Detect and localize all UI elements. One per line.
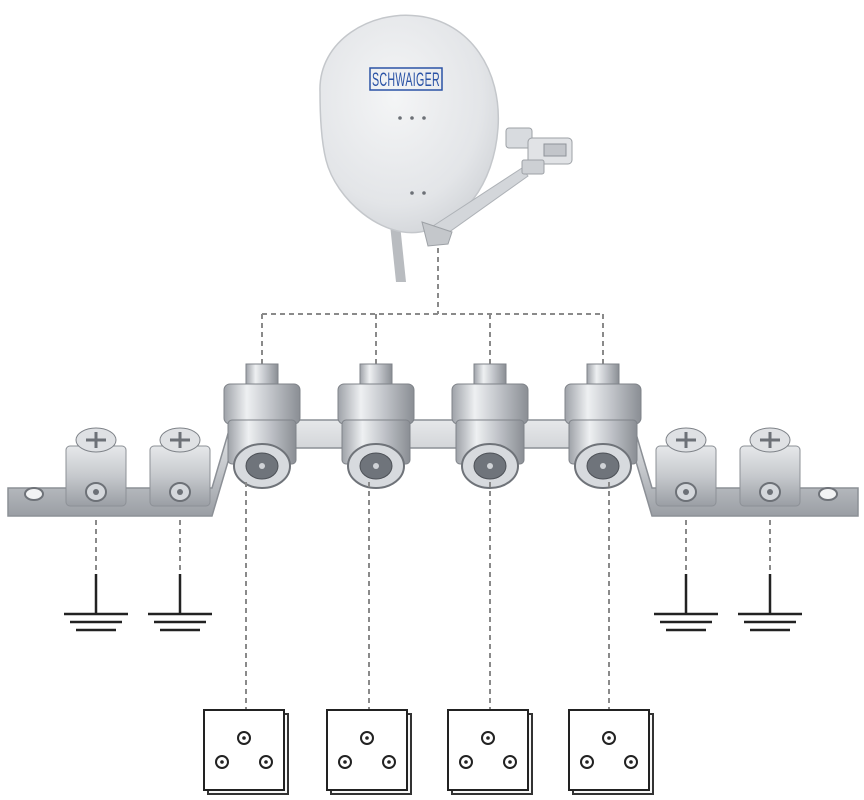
dish-hole bbox=[422, 116, 426, 120]
dish-reflector bbox=[319, 14, 500, 234]
antenna-outlet bbox=[326, 709, 412, 795]
dish-to-rail-wiring bbox=[261, 248, 604, 366]
earth-ground-symbol bbox=[148, 574, 212, 632]
dish-hole bbox=[410, 191, 414, 195]
ground-terminal bbox=[655, 427, 717, 507]
ground-terminal bbox=[149, 427, 211, 507]
rail-mount-hole-right bbox=[818, 487, 838, 501]
f-connector bbox=[564, 363, 642, 489]
dish-hole bbox=[410, 116, 414, 120]
brand-label-frame bbox=[369, 67, 443, 91]
ground-terminal bbox=[739, 427, 801, 507]
antenna-outlet bbox=[203, 709, 289, 795]
f-connector bbox=[337, 363, 415, 489]
f-connector bbox=[223, 363, 301, 489]
rail-to-outlet-wiring bbox=[245, 482, 610, 710]
f-connector bbox=[451, 363, 529, 489]
dish-bracket bbox=[421, 221, 453, 247]
ground-terminal bbox=[65, 427, 127, 507]
antenna-outlet bbox=[447, 709, 533, 795]
earth-ground-symbol bbox=[64, 574, 128, 632]
ground-wiring bbox=[95, 520, 771, 574]
rail-mount-hole-left bbox=[24, 487, 44, 501]
lnb bbox=[505, 127, 573, 175]
brand-label: SCHWAIGER bbox=[372, 70, 440, 91]
rail-bar bbox=[7, 419, 859, 517]
grounding-rail bbox=[7, 363, 859, 517]
dish-hole bbox=[398, 116, 402, 120]
earth-ground-symbol bbox=[738, 574, 802, 632]
dish-hole bbox=[422, 191, 426, 195]
earth-ground-symbol bbox=[654, 574, 718, 632]
antenna-outlet bbox=[568, 709, 654, 795]
satellite-dish: SCHWAIGER bbox=[319, 14, 573, 282]
